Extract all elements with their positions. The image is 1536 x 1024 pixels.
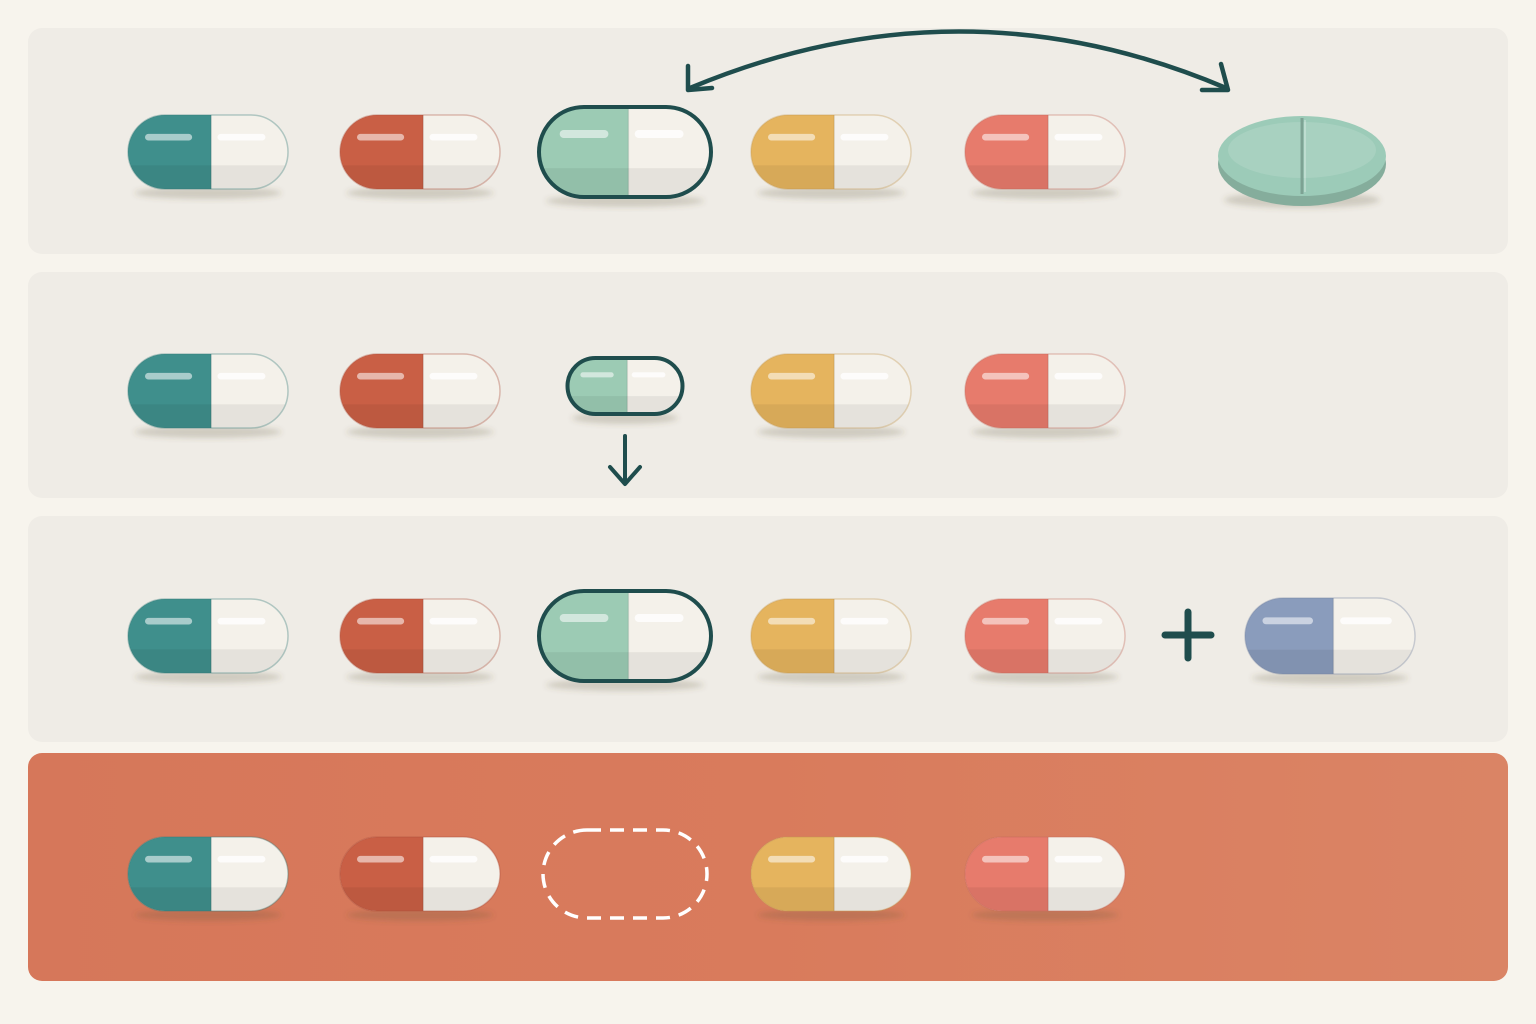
down-arrow-icon (608, 434, 642, 486)
row4-capsule-1 (127, 836, 289, 921)
row1-capsule-4 (750, 114, 912, 199)
row1-capsule-1 (127, 114, 289, 199)
row3-capsule-5 (964, 598, 1126, 683)
row3-capsule-1 (127, 598, 289, 683)
row2-capsule-1 (127, 353, 289, 438)
row3-capsule-3-selected (537, 589, 713, 691)
row4-capsule-5 (964, 836, 1126, 921)
row4-capsule-2 (339, 836, 501, 921)
row2-capsule-2 (339, 353, 501, 438)
row4-capsule-4 (750, 836, 912, 921)
row4-capsule-3-empty-slot (541, 828, 709, 920)
row3-capsule-4 (750, 598, 912, 683)
row2-capsule-3-reduced (565, 356, 685, 424)
swap-arrow-icon (685, 29, 1231, 93)
row2-capsule-5 (964, 353, 1126, 438)
row1-capsule-3-selected (537, 105, 713, 207)
replacement-tablet (1218, 116, 1386, 208)
plus-icon (1161, 608, 1215, 662)
row3-added-capsule (1244, 597, 1416, 684)
row3-capsule-2 (339, 598, 501, 683)
row1-capsule-2 (339, 114, 501, 199)
row2-capsule-4 (750, 353, 912, 438)
row1-capsule-5 (964, 114, 1126, 199)
